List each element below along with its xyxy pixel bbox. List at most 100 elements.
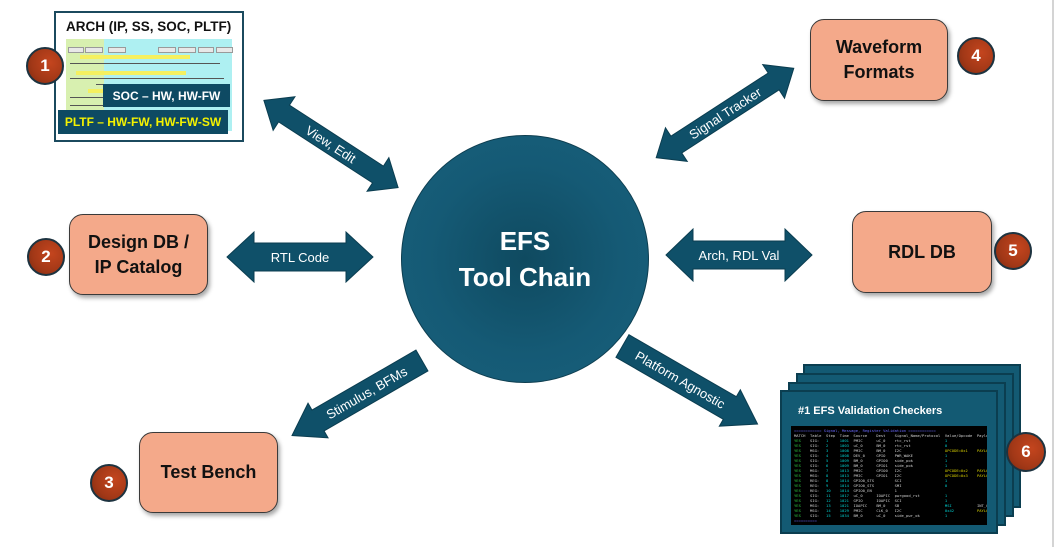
- double-arrow-icon: [263, 96, 399, 192]
- arrow-signal-tracker: Signal Tracker: [645, 52, 804, 175]
- terminal-cell: 0x42: [944, 508, 977, 513]
- terminal-cell: pwrgood_rst: [894, 493, 945, 498]
- terminal-cell: 1014: [839, 483, 854, 488]
- terminal-cell: MSG:: [810, 468, 827, 473]
- double-arrow-icon: [665, 227, 813, 283]
- terminal-cell: MSG:: [810, 503, 827, 508]
- terminal-cell: MSG:: [810, 448, 827, 453]
- terminal-row: YES MSG: 3 1008 PMIC BM_0 I2C OPCODE=0x1…: [794, 448, 987, 453]
- terminal-cell: MSG:: [810, 473, 827, 478]
- arrow-view-edit-label: View, Edit: [303, 122, 359, 166]
- terminal-cell: SIG:: [810, 458, 827, 463]
- terminal-cell: I2C: [894, 468, 945, 473]
- node-test-bench[interactable]: Test Bench: [139, 432, 278, 513]
- terminal-cell: IOAPIC: [853, 503, 877, 508]
- terminal-cell: 3: [826, 448, 840, 453]
- terminal-header-row: MATCH Table Step Time Source Dest Signal…: [794, 433, 987, 438]
- terminal-cell: 15: [826, 513, 840, 518]
- terminal-cell: PWR_WAKE: [894, 453, 945, 458]
- terminal-footer: ==========: [794, 518, 817, 523]
- terminal-cell: 8: [826, 478, 840, 483]
- terminal-row: YES SIG: 12 1021 GPIO IOAPIC SCI 1: [794, 498, 984, 503]
- terminal-cell: MSI: [944, 503, 977, 508]
- terminal-cell: IOAPIC: [876, 493, 895, 498]
- terminal-cell: SIG:: [810, 513, 827, 518]
- arrow-arch-rdl-val-label: Arch, RDL Val: [698, 247, 780, 263]
- terminal-cell: 7: [826, 468, 840, 473]
- arrow-right-icon: [615, 334, 759, 427]
- terminal-cell: SCI: [894, 498, 945, 503]
- terminal-cell: BM_0: [876, 443, 895, 448]
- node-test-bench-label: Test Bench: [160, 462, 257, 482]
- terminal-cell: YES: [794, 458, 811, 463]
- terminal-cell: DEV_0: [853, 453, 877, 458]
- terminal-cell: uC_0: [853, 443, 877, 448]
- terminal-cell: side_pok: [894, 463, 945, 468]
- terminal-row: YES MSG: 13 1021 IOAPIC BM_0 SB MSI INT_…: [794, 503, 987, 508]
- arch-diagram-thumbnail[interactable]: ARCH (IP, SS, SOC, PLTF) SOC – HW, HW-FW…: [54, 11, 244, 142]
- terminal-cell: 1014: [839, 488, 854, 493]
- terminal-cell: BM_0: [853, 458, 877, 463]
- terminal-cell: PAYLOAD=0x4: [976, 473, 987, 478]
- terminal-cell: 1: [944, 458, 977, 463]
- terminal-cell: SIG:: [810, 498, 827, 503]
- terminal-cell: BM_0: [876, 448, 895, 453]
- terminal-cell: 1: [826, 438, 840, 443]
- terminal-cell: GPIO0: [876, 458, 895, 463]
- terminal-cell: SMI: [894, 483, 945, 488]
- terminal-cell: YES: [794, 478, 811, 483]
- terminal-cell: CLK_0: [876, 508, 895, 513]
- arrow-stimulus-bfms: Stimulus, BFMs: [282, 343, 432, 453]
- terminal-cell: SIG:: [810, 453, 827, 458]
- terminal-cell: REG:: [810, 483, 827, 488]
- terminal-cell: 8: [826, 473, 840, 478]
- terminal-cell: 1017: [839, 493, 854, 498]
- terminal-cell: 4: [826, 453, 840, 458]
- terminal-cell: 1: [944, 493, 977, 498]
- terminal-cell: PMIC: [853, 508, 877, 513]
- terminal-cell: OPCODE=0x1: [944, 448, 977, 453]
- arrow-arch-rdl-val: Arch, RDL Val: [665, 227, 813, 283]
- terminal-cell: 1014: [839, 478, 854, 483]
- terminal-cell: 1013: [839, 468, 854, 473]
- terminal-cell: 1001: [839, 438, 854, 443]
- terminal-cell: 11: [826, 493, 840, 498]
- double-arrow-icon: [226, 230, 374, 284]
- node-rdl-db[interactable]: RDL DB: [852, 211, 992, 293]
- terminal-cell: PMIC: [853, 473, 877, 478]
- terminal-cell: 9: [826, 483, 840, 488]
- terminal-row: YES REG: 8 1014 GPIO0_STS SCI 1: [794, 478, 984, 483]
- node-waveform-formats[interactable]: Waveform Formats: [810, 19, 948, 101]
- terminal-cell: uC_0: [876, 438, 895, 443]
- terminal-cell: 1021: [839, 503, 854, 508]
- terminal-row: YES SIG: 1 1001 PMIC uC_0 rtc_rst 1: [794, 438, 984, 443]
- validation-checkers-card[interactable]: #1 EFS Validation Checkers ============ …: [780, 390, 998, 534]
- terminal-cell: YES: [794, 468, 811, 473]
- terminal-cell: I2C: [894, 473, 945, 478]
- terminal-cell: SB: [894, 503, 945, 508]
- efs-tool-chain-hub[interactable]: EFS Tool Chain: [401, 135, 649, 383]
- terminal-cell: YES: [794, 483, 811, 488]
- node-design-db[interactable]: Design DB / IP Catalog: [69, 214, 208, 295]
- terminal-cell: PMIC: [853, 448, 877, 453]
- terminal-cell: 0: [944, 483, 977, 488]
- terminal-cell: IOAPIC: [876, 498, 895, 503]
- badge-5: 5: [994, 232, 1032, 270]
- terminal-cell: 2: [826, 443, 840, 448]
- terminal-cell: YES: [794, 453, 811, 458]
- terminal-cell: 1: [944, 478, 977, 483]
- terminal-cell: 1003: [839, 443, 854, 448]
- terminal-cell: 1: [944, 498, 977, 503]
- terminal-row: YES SIG: 4 1008 DEV_0 GPIO PWR_WAKE 1: [794, 453, 984, 458]
- terminal-row: YES MSG: 14 1029 PMIC CLK_0 I2C 0x42 PAY…: [794, 508, 987, 513]
- terminal-cell: 10: [826, 488, 840, 493]
- terminal-cell: YES: [794, 463, 811, 468]
- terminal-cell: YES: [794, 438, 811, 443]
- terminal-cell: MSG:: [810, 508, 827, 513]
- terminal-cell: uC_0: [853, 493, 877, 498]
- terminal-cell: YES: [794, 508, 811, 513]
- terminal-cell: SIG:: [810, 443, 827, 448]
- terminal-cell: SCI: [894, 478, 945, 483]
- terminal-cell: GPIO1: [876, 463, 895, 468]
- terminal-cell: GPIO: [876, 453, 895, 458]
